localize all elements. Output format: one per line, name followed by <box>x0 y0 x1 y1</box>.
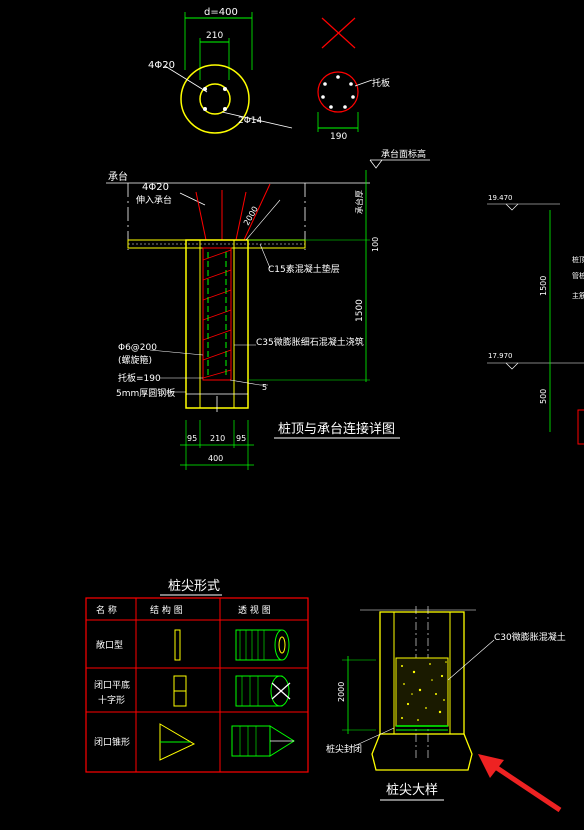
c30-fill <box>395 657 449 727</box>
dim-190: 190 <box>330 132 347 142</box>
tip-detail-title: 桩尖大样 <box>386 783 438 798</box>
pile-cap-elevation: 承台 承台面标高 4Φ20 伸入承台 <box>106 148 430 470</box>
label-anchor: 伸入承台 <box>136 194 172 206</box>
table-row-name-2: 闭口平底 <box>94 679 130 691</box>
label-plate: 托板=190 <box>118 372 161 384</box>
dim-right-500: 500 <box>539 389 548 404</box>
right-note-3: 主筋 <box>572 291 584 300</box>
svg-text:5: 5 <box>262 383 267 392</box>
dim-95-right: 95 <box>236 434 246 443</box>
pile-tip-table: 桩尖形式 名 称 结 构 图 透 视 图 敞口型 闭口平底 十字形 闭口锥形 <box>85 579 309 773</box>
pile-inner-ring <box>199 83 231 115</box>
label-c30: C30微膨胀混凝土 <box>494 631 566 643</box>
dim-400-bottom: 400 <box>208 454 223 463</box>
dim-210-bottom: 210 <box>210 434 225 443</box>
red-x-mark <box>321 17 356 49</box>
label-cap: 承台 <box>108 170 128 183</box>
dim-1500: 1500 <box>355 299 365 322</box>
table-header-perspective: 透 视 图 <box>238 604 271 616</box>
table-header-name: 名 称 <box>96 604 117 616</box>
table-title: 桩尖形式 <box>168 579 220 594</box>
right-note-2: 管桩 <box>572 271 584 280</box>
label-steel-plate: 5mm厚圆钢板 <box>116 387 175 399</box>
label-4phi20-mid: 4Φ20 <box>142 182 169 193</box>
label-2phi14: 2Φ14 <box>238 116 263 126</box>
red-pointer-arrow <box>478 754 562 813</box>
elev-17970: 17.970 <box>488 352 513 360</box>
label-c35: C35微膨胀细石混凝土浇筑 <box>256 336 364 348</box>
table-row-name-3: 闭口锥形 <box>94 736 130 748</box>
dim-95-left: 95 <box>187 434 197 443</box>
label-stirrup-sub: (螺旋箍) <box>118 354 152 366</box>
label-hoop: 托板 <box>372 77 390 89</box>
label-cap-elev: 承台面标高 <box>381 148 426 160</box>
label-4phi20-top: 4Φ20 <box>148 60 175 71</box>
table-row-name-1: 敞口型 <box>96 639 123 651</box>
dim-d400: d=400 <box>204 7 238 18</box>
label-cap-vertical: 承台厚 <box>354 190 364 214</box>
right-partial-elevation: 19.470 17.970 1500 500 桩顶 管桩 主筋 <box>487 194 584 445</box>
pile-tip-detail: C30微膨胀混凝土 2000 桩尖封闭 桩尖大样 <box>326 606 566 801</box>
table-row-name-2b: 十字形 <box>98 694 125 706</box>
label-tip-steel: 桩尖封闭 <box>326 743 362 755</box>
elev-19470: 19.470 <box>488 194 513 202</box>
table-header-structure: 结 构 图 <box>150 604 183 616</box>
dim-210-top: 210 <box>206 31 223 41</box>
dim-2000-note: 2000 <box>242 205 260 227</box>
dim-2000-tip: 2000 <box>337 682 346 702</box>
pile-cross-section: d=400 210 4Φ20 2Φ14 <box>148 7 293 134</box>
plate-section: 托板 190 <box>317 71 390 142</box>
right-note-1: 桩顶 <box>572 255 584 264</box>
label-c15: C15素混凝土垫层 <box>268 263 340 275</box>
dim-100: 100 <box>371 237 380 252</box>
dim-right-1500: 1500 <box>539 276 548 296</box>
pile-body <box>185 239 249 409</box>
label-stirrup: Φ6@200 <box>118 343 157 353</box>
detail-title: 桩顶与承台连接详图 <box>278 421 395 437</box>
pile-outer-ring <box>180 64 250 134</box>
